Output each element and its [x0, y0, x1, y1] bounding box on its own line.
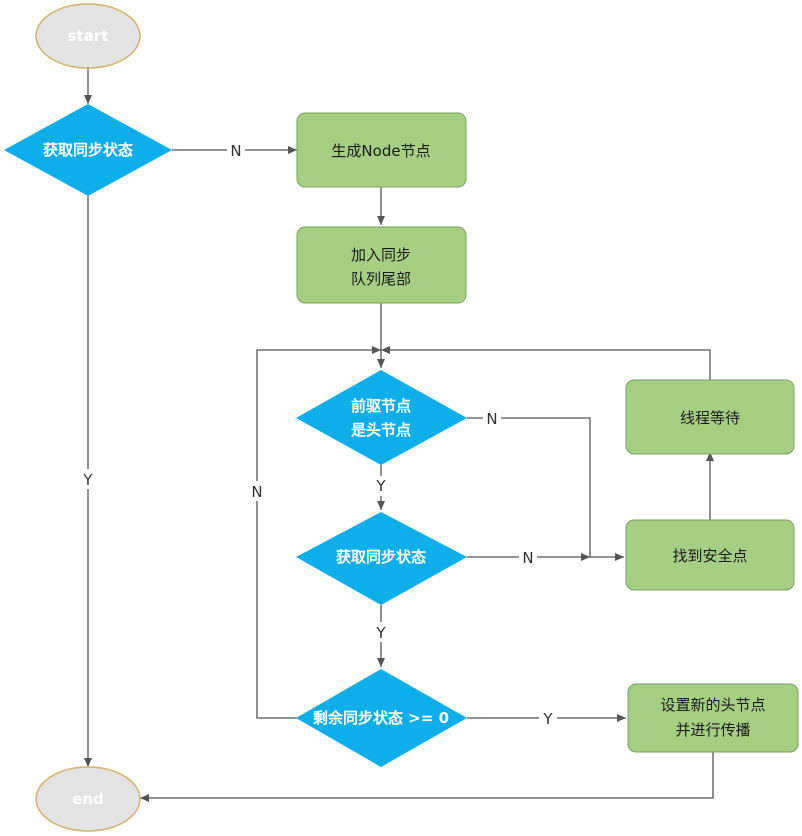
- end-node: end: [35, 766, 141, 832]
- edge-thread-wait-to-loop: [381, 346, 711, 380]
- acquire-loop-label: 获取同步状态: [336, 548, 426, 566]
- label-loop-no: N: [522, 549, 533, 567]
- thread-wait-process: 线程等待: [625, 379, 795, 455]
- pred-head-decision: 前驱节点 是头节点: [296, 370, 467, 465]
- label-remaining-yes: Y: [542, 710, 553, 728]
- acquire-state-decision: 获取同步状态: [4, 104, 172, 196]
- label-pred-yes: Y: [375, 477, 386, 495]
- label-main-yes: Y: [82, 471, 93, 489]
- set-head-label-line1: 设置新的头节点: [660, 696, 765, 714]
- create-node-label: 生成Node节点: [331, 142, 430, 160]
- remaining-state-label: 剩余同步状态 >= 0: [313, 709, 449, 727]
- acquire-loop-decision: 获取同步状态: [296, 512, 467, 605]
- end-label: end: [72, 790, 104, 808]
- thread-wait-label: 线程等待: [680, 409, 740, 427]
- enqueue-label-line1: 加入同步: [351, 246, 411, 264]
- enqueue-label-line2: 队列尾部: [351, 270, 411, 288]
- edge-pred-head-to-find-safe: [467, 417, 624, 561]
- remaining-state-decision: 剩余同步状态 >= 0: [296, 669, 467, 767]
- acquire-state-label: 获取同步状态: [43, 141, 133, 159]
- create-node-process: 生成Node节点: [296, 112, 467, 188]
- set-head-label-line2: 并进行传播: [675, 721, 750, 739]
- label-loop-yes: Y: [375, 624, 386, 642]
- label-main-no: N: [230, 142, 241, 160]
- pred-head-label-line1: 前驱节点: [351, 397, 411, 415]
- edge-labels: N Y N Y N Y N Y: [79, 142, 557, 729]
- label-pred-no: N: [486, 410, 497, 428]
- edge-remaining-to-loop: [256, 346, 381, 719]
- find-safe-point-label: 找到安全点: [672, 547, 747, 565]
- pred-head-label-line2: 是头节点: [350, 421, 411, 439]
- enqueue-process: 加入同步 队列尾部: [296, 226, 467, 304]
- edge-set-head-to-end: [140, 752, 714, 802]
- label-remaining-no: N: [251, 483, 262, 501]
- set-head-process: 设置新的头节点 并进行传播: [627, 683, 799, 753]
- find-safe-point-process: 找到安全点: [625, 519, 795, 591]
- start-node: start: [35, 3, 141, 69]
- start-label: start: [68, 27, 109, 45]
